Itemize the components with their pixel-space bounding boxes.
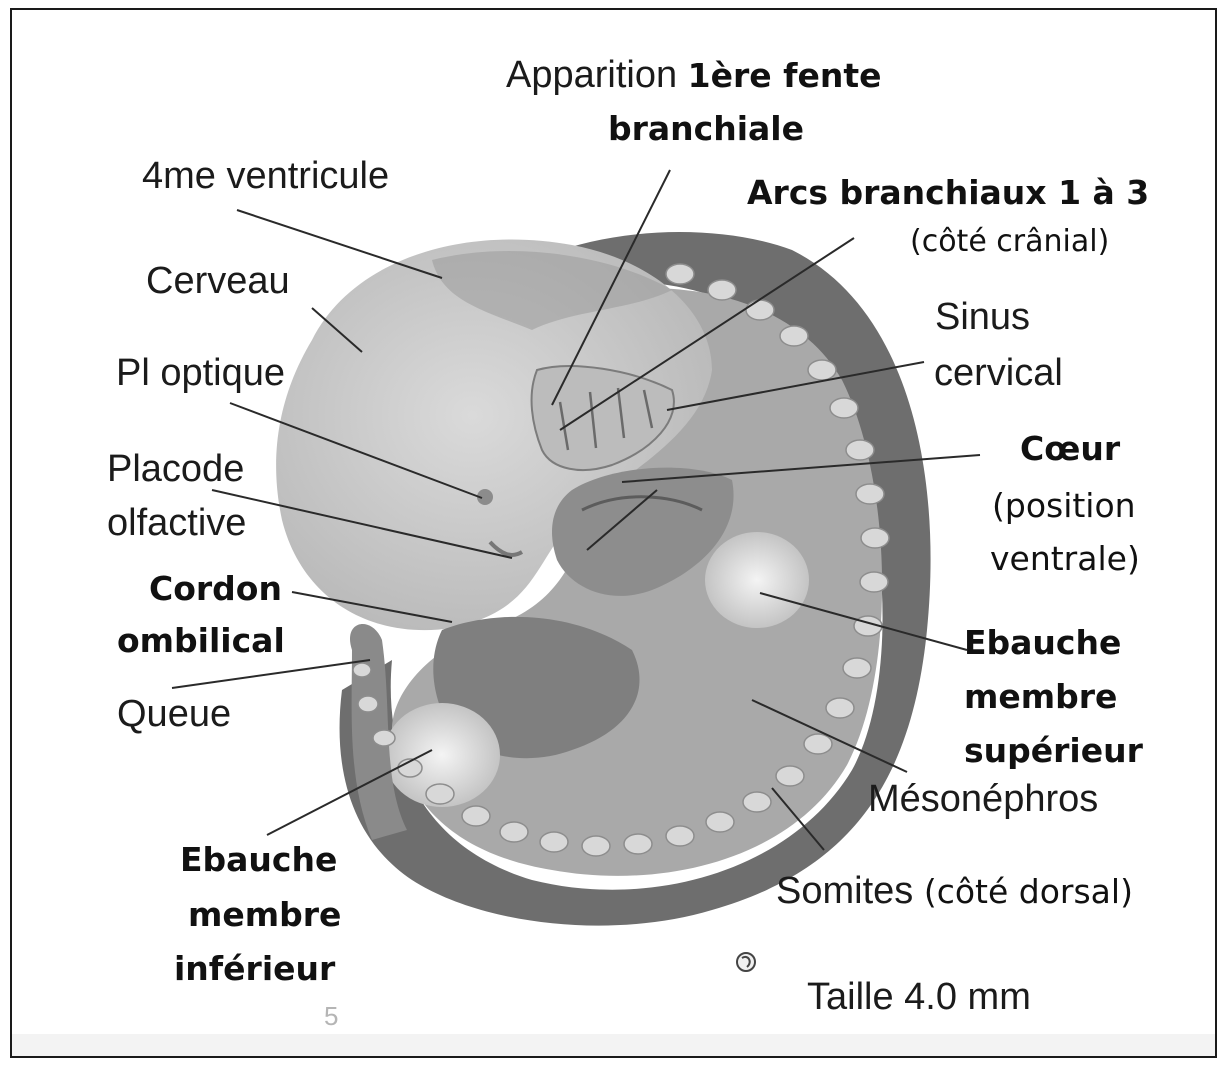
label-apparition-bold: 1ère fente	[688, 56, 882, 95]
faint-watermark-number: 5	[324, 1002, 338, 1032]
label-sinus-cervical: cervical	[934, 352, 1063, 396]
label-ebauche-inf-3: inférieur	[174, 950, 335, 988]
bottom-strip	[12, 1034, 1215, 1056]
label-mesonephros: Mésonéphros	[868, 778, 1098, 822]
label-pl-optique: Pl optique	[116, 352, 285, 396]
label-ebauche-sup-2: membre	[964, 678, 1117, 716]
label-apparition-line2: branchiale	[608, 110, 804, 148]
label-sinus: Sinus	[935, 296, 1030, 340]
label-coeur-position: (position	[992, 487, 1136, 525]
label-taille: Taille 4.0 mm	[807, 976, 1031, 1020]
label-arcs-note: (côté crânial)	[910, 225, 1109, 260]
label-apparition-prefix: Apparition	[506, 54, 688, 96]
label-queue: Queue	[117, 693, 231, 737]
actual-size-embryo-icon	[737, 953, 755, 971]
label-cerveau: Cerveau	[146, 260, 290, 304]
label-ebauche-inf-1: Ebauche	[180, 841, 337, 879]
label-somites-note: (côté dorsal)	[924, 872, 1133, 911]
label-ebauche-sup-3: supérieur	[964, 732, 1143, 770]
label-somites-word: Somites	[776, 870, 913, 912]
label-coeur: Cœur	[1020, 430, 1120, 468]
upper-limb-bud	[705, 532, 809, 628]
label-arcs-branchiaux: Arcs branchiaux 1 à 3	[747, 174, 1149, 212]
label-4me-ventricule: 4me ventricule	[142, 155, 389, 199]
diagram-frame: Apparition 1ère fente branchiale 4me ven…	[10, 8, 1217, 1058]
label-cordon: Cordon	[149, 570, 282, 608]
label-placode-olfactive: olfactive	[107, 502, 246, 546]
label-placode: Placode	[107, 448, 244, 492]
label-ombilical: ombilical	[117, 622, 285, 660]
label-apparition: Apparition 1ère fente	[506, 54, 882, 98]
label-ebauche-inf-2: membre	[188, 896, 341, 934]
label-coeur-ventrale: ventrale)	[990, 540, 1140, 578]
label-ebauche-sup-1: Ebauche	[964, 624, 1121, 662]
label-somites: Somites (côté dorsal)	[776, 870, 1133, 914]
